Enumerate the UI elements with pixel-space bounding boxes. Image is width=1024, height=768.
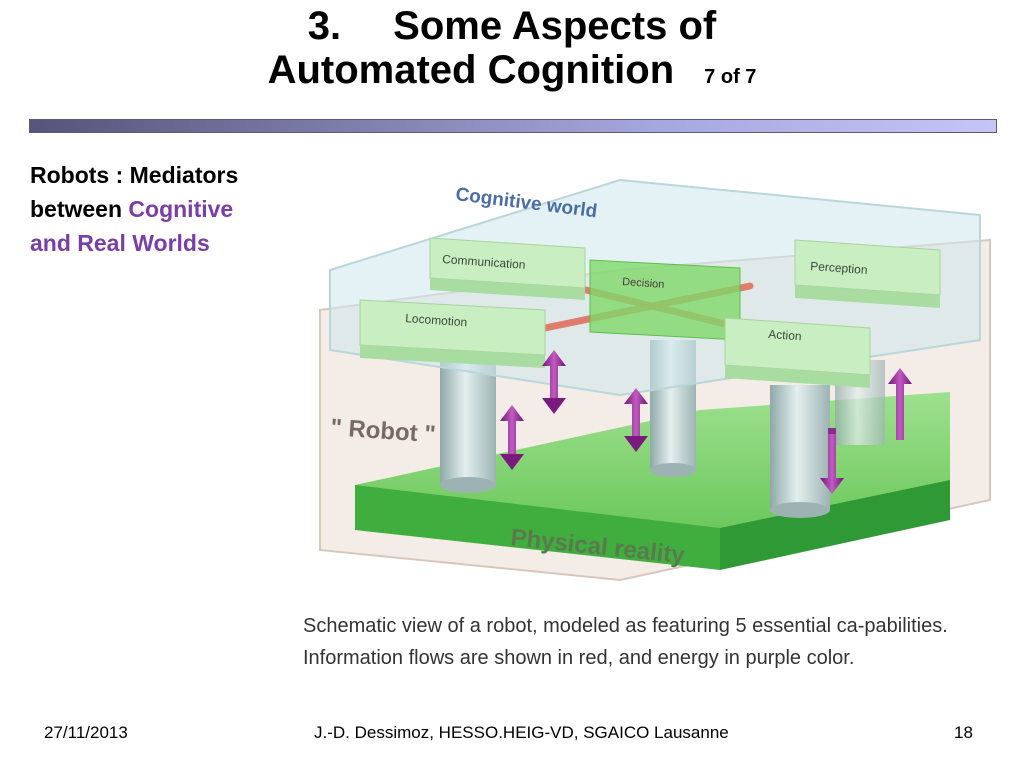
energy-arrow xyxy=(820,428,844,494)
energy-arrow xyxy=(542,350,566,414)
cylinder-right xyxy=(770,385,830,510)
title-text-1: Some Aspects of xyxy=(393,4,717,48)
side-heading-highlight-1: Cognitive xyxy=(128,196,234,222)
capability-box-communication: Communication xyxy=(429,237,586,300)
side-heading-prefix: between xyxy=(30,196,123,222)
side-heading: Robots : Mediators between Cognitive and… xyxy=(30,158,330,260)
slide-title: 3. Some Aspects of Automated Cognition 7 o… xyxy=(0,4,1024,99)
communication-label: Communication xyxy=(442,252,526,272)
action-label: Action xyxy=(768,327,802,343)
page-of-indicator: 7 of 7 xyxy=(704,66,757,88)
energy-arrow xyxy=(500,405,524,470)
title-divider xyxy=(29,119,997,133)
title-line-2: Automated Cognition 7 of 7 xyxy=(0,48,1024,99)
capability-box-perception: Perception xyxy=(794,239,941,308)
side-heading-highlight-2: and Real Worlds xyxy=(30,230,210,256)
robot-schematic-diagram: Physical reality Cognitive world Communi… xyxy=(319,178,991,582)
decision-label: Decision xyxy=(622,276,665,291)
diagram-caption: Schematic view of a robot, modeled as fe… xyxy=(303,615,948,669)
title-line-1: 3. Some Aspects of xyxy=(0,4,1024,48)
capability-box-locomotion: Locomotion xyxy=(359,299,546,368)
side-heading-line-2: between Cognitive xyxy=(30,192,330,226)
energy-arrows xyxy=(500,350,912,494)
title-text-2: Automated Cognition xyxy=(267,48,675,92)
section-number: 3. xyxy=(307,4,342,48)
locomotion-label: Locomotion xyxy=(405,311,468,329)
energy-arrow xyxy=(624,388,648,452)
perception-label: Perception xyxy=(810,259,868,277)
side-heading-line-1: Robots : Mediators xyxy=(30,162,239,188)
energy-arrow xyxy=(888,368,912,440)
cylinder-left xyxy=(440,360,496,485)
capability-box-action: Action xyxy=(724,317,871,388)
capability-box-decision: Decision xyxy=(589,259,741,341)
footer-page-number: 18 xyxy=(954,723,973,742)
footer-author: J.-D. Dessimoz, HESSO.HEIG-VD, SGAICO La… xyxy=(314,723,729,742)
footer-date: 27/11/2013 xyxy=(44,723,128,742)
